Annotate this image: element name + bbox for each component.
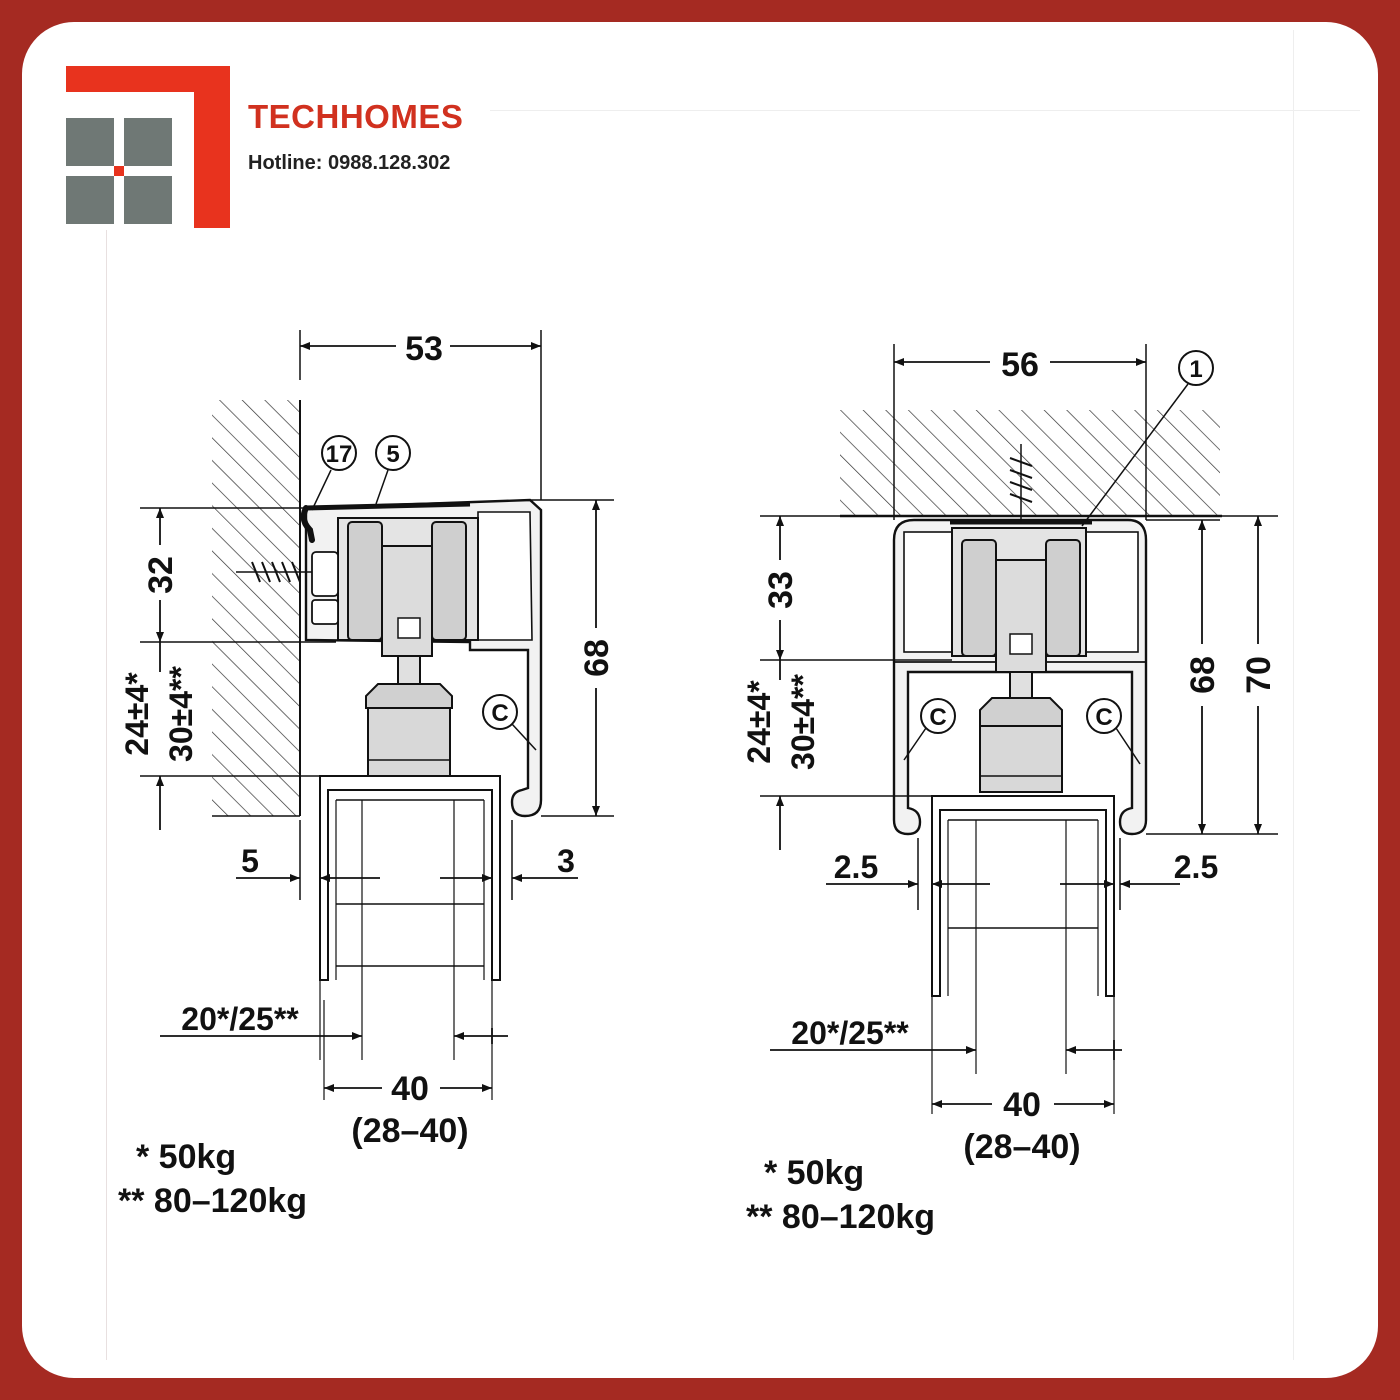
left-drawing xyxy=(140,330,614,1100)
note-80-120kg: ** 80–120kg xyxy=(118,1182,307,1220)
dim-40: 40 xyxy=(391,1070,429,1108)
dim-24-right: 24±4* xyxy=(741,680,777,764)
dim-40-right: 40 xyxy=(1003,1086,1041,1124)
right-labels: 56 1 C C 68 70 33 24±4* 30±4** 2.5 2.5 2… xyxy=(741,346,1278,1236)
dim-2-5-left: 2.5 xyxy=(834,849,878,885)
dim-2-5-right: 2.5 xyxy=(1174,849,1218,885)
dim-56: 56 xyxy=(1001,346,1039,384)
dim-20-25: 20*/25** xyxy=(181,1001,299,1037)
dim-33: 33 xyxy=(762,571,800,609)
left-labels: 53 17 5 C 68 32 24±4* 30±4** 5 3 20*/25*… xyxy=(118,330,616,1220)
dim-20-25-right: 20*/25** xyxy=(791,1015,909,1051)
dim-24: 24±4* xyxy=(119,672,155,756)
callout-5: 5 xyxy=(386,441,399,468)
dim-range: (28–40) xyxy=(351,1112,468,1150)
callout-c-right: C xyxy=(1095,704,1112,731)
callout-1: 1 xyxy=(1189,356,1202,383)
callout-c: C xyxy=(491,700,508,727)
dim-70: 70 xyxy=(1240,656,1278,694)
note-50kg-right: * 50kg xyxy=(764,1154,864,1192)
guide-line xyxy=(1293,30,1294,1360)
guide-line xyxy=(106,230,107,1360)
dim-30: 30±4** xyxy=(163,666,199,762)
dim-32: 32 xyxy=(142,556,180,594)
techhomes-logo xyxy=(66,66,230,228)
note-80-120kg-right: ** 80–120kg xyxy=(746,1198,935,1236)
right-drawing xyxy=(760,344,1278,1114)
dim-3: 3 xyxy=(557,843,575,879)
dim-68: 68 xyxy=(578,639,616,677)
dim-range-right: (28–40) xyxy=(963,1128,1080,1166)
hotline: Hotline: 0988.128.302 xyxy=(248,152,451,174)
dim-5: 5 xyxy=(241,843,259,879)
dim-68-right: 68 xyxy=(1184,656,1222,694)
dim-30-right: 30±4** xyxy=(785,674,821,770)
brand-name: TECHHOMES xyxy=(248,98,464,135)
guide-line xyxy=(490,110,1360,111)
dim-53: 53 xyxy=(405,330,443,368)
callout-c-left: C xyxy=(929,704,946,731)
callout-17: 17 xyxy=(326,441,353,468)
note-50kg: * 50kg xyxy=(136,1138,236,1176)
